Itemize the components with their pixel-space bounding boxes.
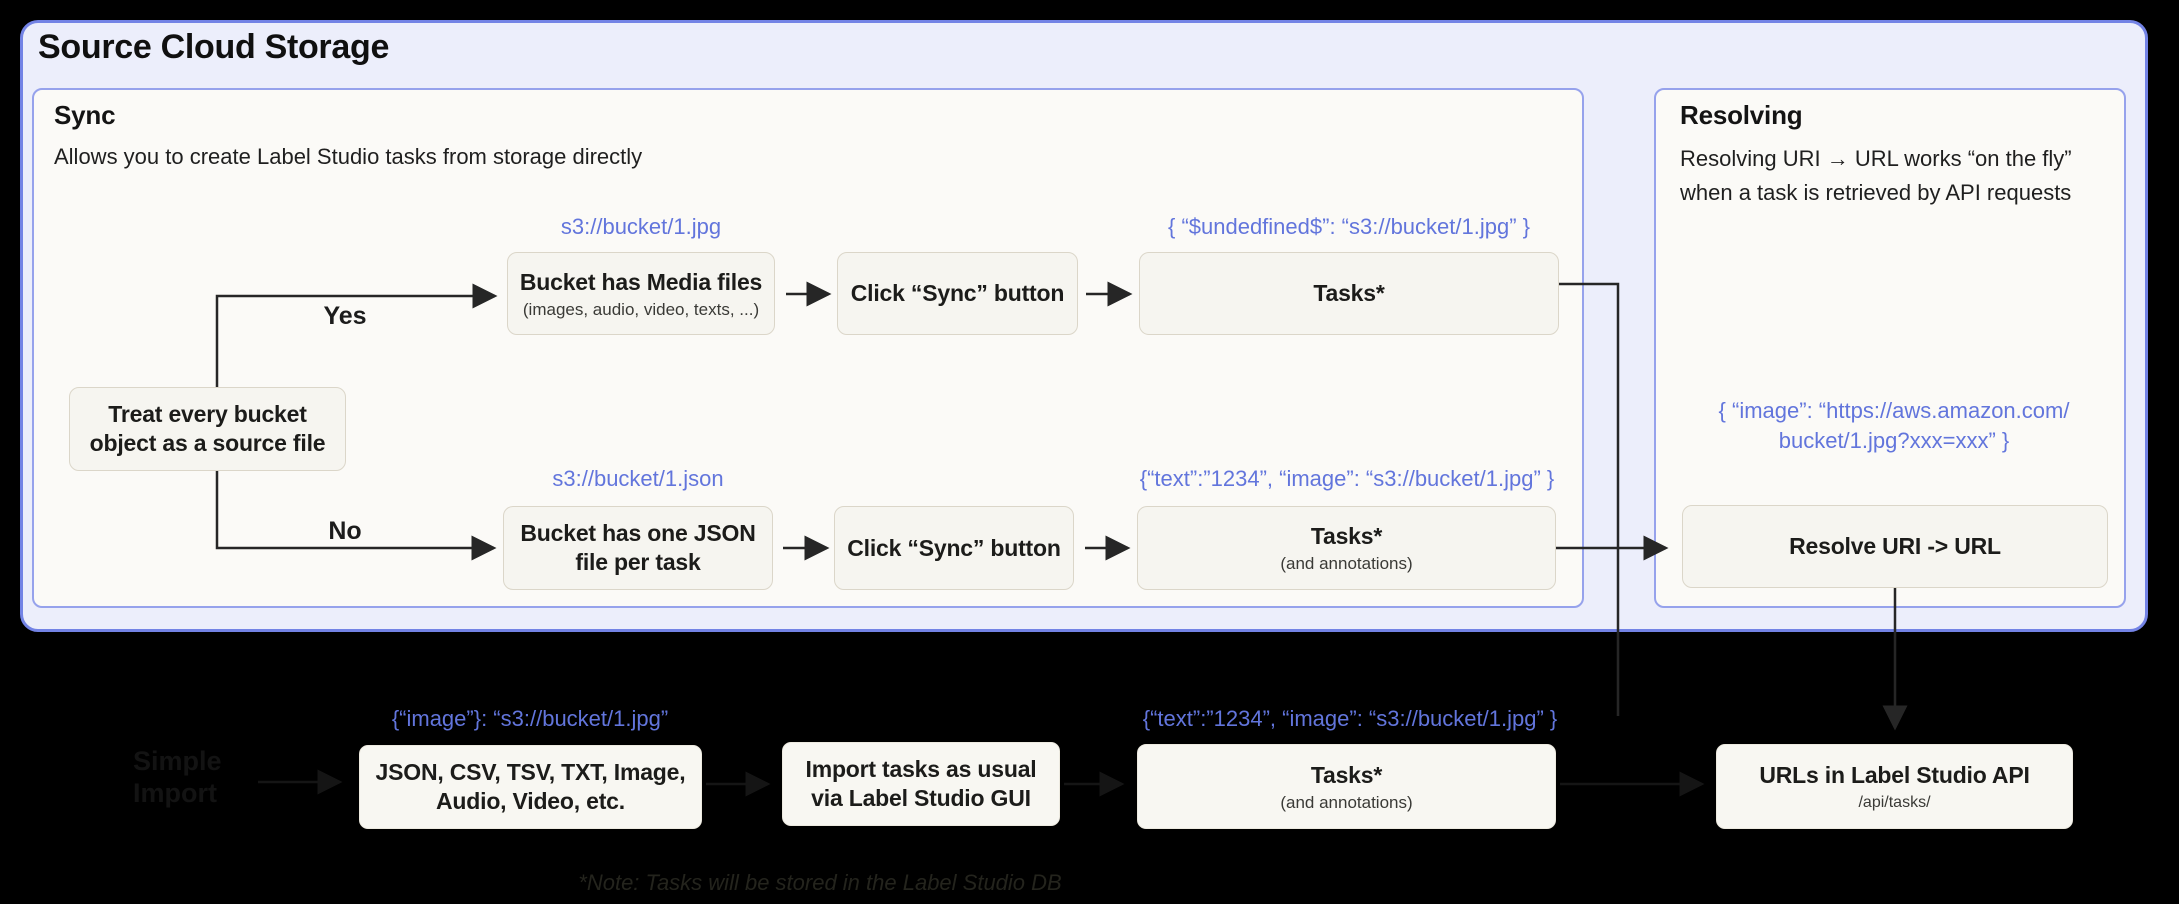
resolved-json-line1: { “image”: “https://aws.amazon.com/ [1718,398,2070,423]
uri-label-media: s3://bucket/1.jpg [560,214,722,239]
gui-import-node-label: Import tasks as usual via Label Studio G… [805,756,1037,811]
uri-label-json: s3://bucket/1.json [552,466,724,491]
gui-import-node: Import tasks as usual via Label Studio G… [782,742,1060,826]
resolve-uri-node-label: Resolve URI -> URL [1789,533,2001,559]
task-json-label-2: {“text”:”1234”, “image”: “s3://bucket/1.… [1139,466,1555,491]
formats-node: JSON, CSV, TSV, TXT, Image, Audio, Video… [359,745,702,829]
tasks-node-3: Tasks* (and annotations) [1137,744,1556,829]
sync-panel-title: Sync [54,100,116,130]
resolved-json-line2: bucket/1.jpg?xxx=xxx” } [1778,428,2010,453]
sync-button-node-1-label: Click “Sync” button [850,280,1065,306]
bucket-json-node: Bucket has one JSON file per task [503,506,773,590]
bucket-media-node: Bucket has Media files (images, audio, v… [507,252,775,335]
sync-button-node-2-label: Click “Sync” button [847,534,1061,561]
tasks-node-1: Tasks* [1139,252,1559,335]
sync-button-node-2: Click “Sync” button [834,506,1074,590]
sync-button-node-1: Click “Sync” button [837,252,1078,335]
decision-node-label: Treat every bucket object as a source fi… [89,401,326,456]
no-label: No [328,517,362,545]
tasks-node-3-title: Tasks* [1310,761,1383,788]
tasks-node-1-title: Tasks* [1313,280,1385,306]
resolving-panel-description: Resolving URI → URL works “on the fly” w… [1680,146,2072,205]
bucket-json-node-title: Bucket has one JSON file per task [520,520,756,575]
yes-label: Yes [323,302,367,330]
bottom-tasks-json-label: {“text”:”1234”, “image”: “s3://bucket/1.… [1142,706,1558,731]
tasks-node-2-title: Tasks* [1310,523,1383,549]
simple-import-label: Simple Import [133,746,222,808]
bucket-media-node-title: Bucket has Media files [519,268,763,295]
tasks-node-2-subtitle: (and annotations) [1280,554,1413,573]
sync-panel-subtitle: Allows you to create Label Studio tasks … [54,144,643,169]
api-urls-node: URLs in Label Studio API /api/tasks/ [1716,744,2073,829]
formats-json-label: {“image”}: “s3://bucket/1.jpg” [391,706,669,731]
resolving-panel-title: Resolving [1680,100,1803,130]
tasks-node-2: Tasks* (and annotations) [1137,506,1556,590]
formats-node-label: JSON, CSV, TSV, TXT, Image, Audio, Video… [375,759,686,814]
bucket-media-node-subtitle: (images, audio, video, texts, ...) [522,299,760,319]
decision-node: Treat every bucket object as a source fi… [69,387,346,471]
page-title: Source Cloud Storage [38,28,390,66]
footnote: *Note: Tasks will be stored in the Label… [578,870,1062,895]
task-json-label-1: { “$undedfined$”: “s3://bucket/1.jpg” } [1167,214,1530,239]
tasks-node-3-subtitle: (and annotations) [1280,792,1413,812]
api-urls-node-subtitle: /api/tasks/ [1858,793,1931,811]
resolved-json-label: { “image”: “https://aws.amazon.com/ buck… [1674,396,2114,456]
resolve-uri-node: Resolve URI -> URL [1682,505,2108,588]
api-urls-node-title: URLs in Label Studio API [1759,761,2030,788]
